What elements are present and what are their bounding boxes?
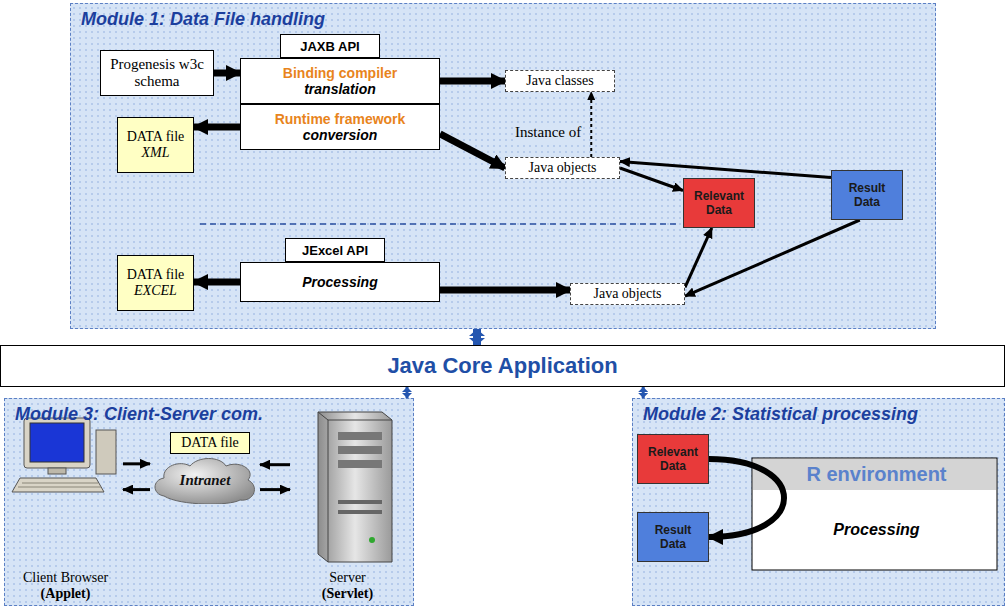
api-part-box: Binding compilertranslation	[240, 58, 440, 104]
connector	[214, 70, 240, 77]
node-sublabel: (Applet)	[41, 586, 91, 602]
node-label: DATA file	[127, 267, 185, 283]
node-label: JExcel API	[302, 243, 368, 258]
result-data-box: Result Data	[637, 512, 709, 562]
class-box: Java classes	[505, 70, 615, 92]
connector	[685, 228, 712, 287]
server-icon	[318, 412, 392, 562]
connector	[260, 463, 290, 466]
node-label: Runtime framework	[275, 111, 406, 127]
connector	[194, 124, 240, 131]
node-label: Intranet	[180, 472, 231, 489]
server-machine: Server(Servlet)	[290, 405, 405, 604]
separator-line	[200, 223, 680, 225]
result-data-box: Result Data	[831, 170, 903, 220]
connector	[123, 488, 150, 491]
connector	[620, 161, 831, 177]
node-sublabel: EXCEL	[134, 283, 177, 299]
object-box: Java objects	[570, 283, 685, 305]
connector	[440, 287, 570, 294]
object-box: Java objects	[505, 157, 620, 179]
node-label: Java classes	[526, 73, 593, 89]
node-label: Result Data	[641, 523, 705, 551]
node-label: Java objects	[528, 160, 596, 176]
module-panel: Module 1: Data File handlingJAXB API Prog…	[70, 3, 936, 329]
connector	[685, 220, 860, 296]
connector	[406, 387, 409, 398]
node-label: Result Data	[835, 181, 899, 209]
node-sublabel: (Servlet)	[322, 586, 373, 602]
node-label: Client Browser	[23, 570, 108, 586]
core-app-bar: Java Core Application	[0, 345, 1005, 387]
node-label: Java objects	[593, 286, 661, 302]
module-ground	[4, 398, 414, 606]
api-tab: JAXB API	[280, 34, 380, 58]
data-file-box: DATA fileEXCEL	[117, 255, 194, 311]
connector	[620, 168, 683, 191]
node-sublabel: conversion	[303, 127, 378, 143]
node-label: R environment	[752, 458, 1001, 490]
connector	[260, 488, 290, 491]
api-part-box: Runtime frameworkconversion	[240, 104, 440, 150]
node-label: Module 1: Data File handling	[81, 9, 325, 30]
node-label: Binding compiler	[283, 65, 397, 81]
network-cloud: Intranet	[150, 456, 260, 504]
module-ground	[70, 3, 936, 329]
node-label: Module 2: Statistical processing	[643, 404, 918, 425]
node-label: DATA file	[127, 129, 185, 145]
node-sublabel: translation	[304, 81, 376, 97]
process-box: Processing	[240, 262, 440, 302]
node-label: DATA file	[181, 435, 239, 451]
data-file-box: DATA file	[170, 432, 250, 454]
client-computer: Client Browser(Applet)	[8, 412, 123, 604]
schema-box: Progenesis w3c schema	[100, 50, 214, 96]
node-sublabel: XML	[142, 145, 170, 161]
node-label: Progenesis w3c schema	[109, 56, 205, 90]
connector	[590, 92, 592, 157]
connector	[440, 134, 505, 168]
module-ground	[632, 398, 1005, 606]
connector	[440, 78, 505, 85]
module-panel: Module 2: Statistical processingRelevant…	[632, 398, 1005, 606]
module-panel: Module 3: Client-Server com. DATA fileInt…	[4, 398, 414, 606]
connector	[473, 329, 481, 345]
node-label: Processing	[302, 274, 377, 290]
node-label: Server	[329, 570, 366, 586]
computer-icon	[12, 418, 116, 492]
node-label: Module 3: Client-Server com.	[15, 404, 263, 425]
node-label: Relevant Data	[641, 445, 705, 473]
node-sublabel: Processing	[752, 490, 1001, 570]
r-environment-box: R environmentProcessing	[752, 458, 1001, 570]
connector	[194, 279, 240, 286]
edge-label: Instance of	[513, 124, 583, 141]
node-label: JAXB API	[300, 39, 359, 54]
connector	[709, 459, 784, 537]
connector	[642, 387, 645, 398]
relevant-data-box: Relevant Data	[637, 434, 709, 484]
node-label: Relevant Data	[687, 189, 751, 217]
connector	[123, 462, 150, 465]
api-tab: JExcel API	[285, 238, 385, 262]
node-label: Java Core Application	[387, 353, 617, 379]
relevant-data-box: Relevant Data	[683, 178, 755, 228]
data-file-box: DATA fileXML	[117, 117, 194, 173]
